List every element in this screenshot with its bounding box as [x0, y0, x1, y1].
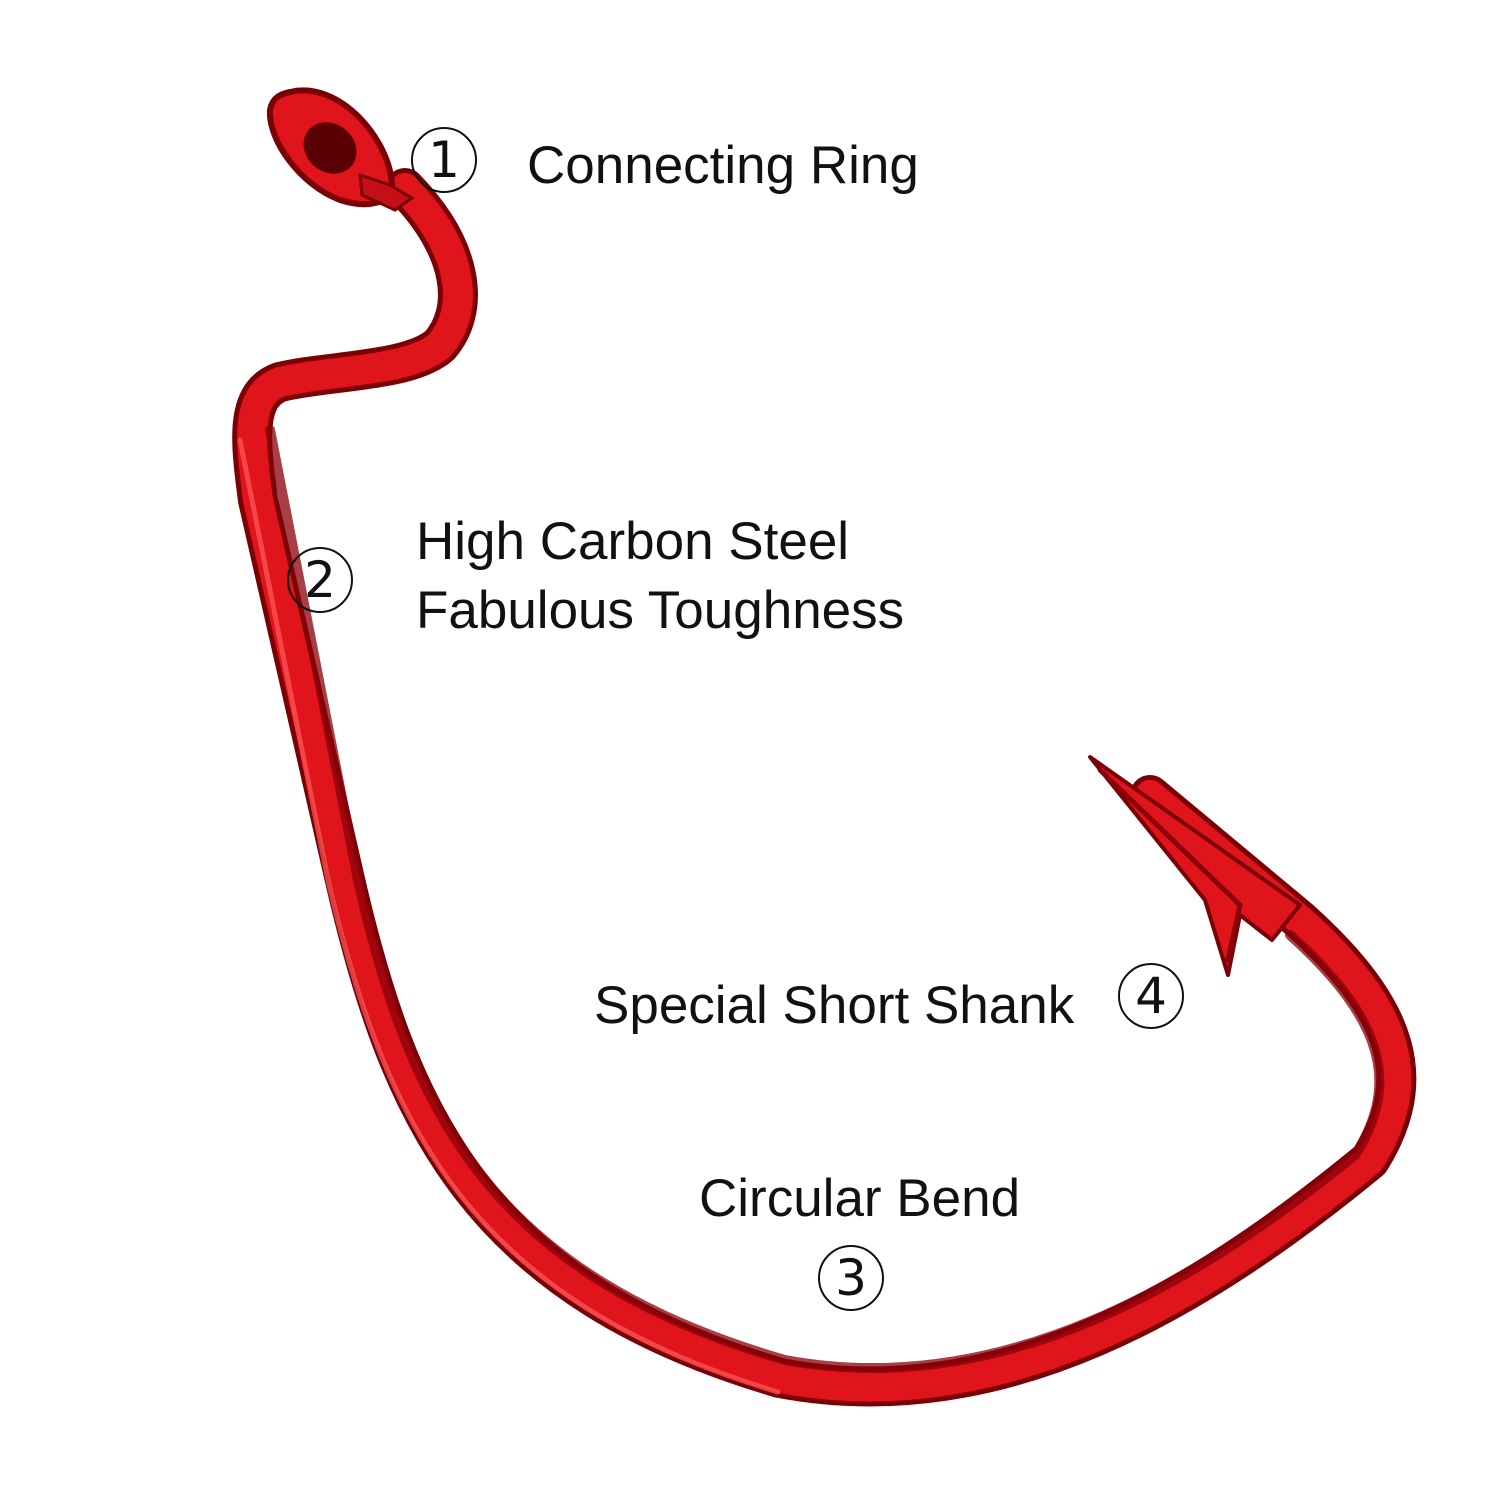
callout-marker-2: 2: [287, 547, 353, 613]
callout-number-2: 2: [304, 551, 336, 609]
callout-text-1-line-1: Connecting Ring: [527, 136, 919, 195]
hook-point-shade: [1097, 767, 1243, 963]
callout-number-3: 3: [835, 1249, 867, 1307]
callout-text-2-line-1: High Carbon Steel: [416, 512, 850, 571]
callout-text-2-line-2: Fabulous Toughness: [416, 580, 905, 640]
callout-marker-4: 4: [1118, 963, 1184, 1029]
callout-label-connecting-ring: Connecting Ring: [527, 132, 919, 201]
hook-wire-inner-shade: [265, 425, 1385, 1373]
callout-label-circular-bend: Circular Bend: [699, 1165, 1020, 1234]
callout-number-1: 1: [428, 131, 460, 189]
callout-marker-3: 3: [818, 1245, 884, 1311]
callout-label-high-carbon-steel: High Carbon Steel Fabulous Toughness: [416, 508, 904, 646]
hook-wire-highlight: [237, 437, 781, 1395]
callout-label-special-short-shank: Special Short Shank: [594, 972, 1074, 1041]
callout-marker-1: 1: [411, 127, 477, 193]
callout-text-4-line-1: Special Short Shank: [594, 976, 1075, 1035]
hook-eye-collar: [358, 172, 415, 212]
hook-wire: [237, 173, 1412, 1402]
hook-eye-hole: [303, 122, 357, 174]
callout-number-4: 4: [1135, 967, 1167, 1025]
callout-text-3-line-1: Circular Bend: [699, 1169, 1021, 1228]
